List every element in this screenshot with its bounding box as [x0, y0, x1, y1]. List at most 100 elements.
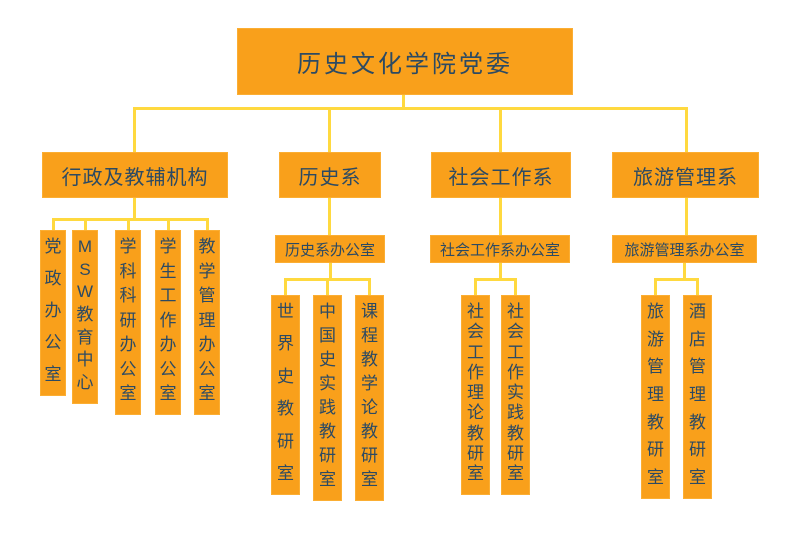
vertical-label-char: 研 [119, 310, 137, 330]
org-node-social-work-dept: 社会工作系 [431, 152, 571, 198]
vertical-label-char: 会 [467, 322, 484, 342]
vertical-label-char: 管 [198, 286, 216, 305]
vertical-label-char: 科 [119, 261, 137, 281]
connector-branch1-drop5 [206, 218, 209, 230]
vertical-label-char: 管 [689, 357, 706, 377]
org-node-social-work-office: 社会工作系办公室 [430, 235, 570, 263]
connector-branch3-stub [499, 263, 502, 278]
vertical-label-char: 理 [467, 383, 484, 402]
vertical-label-char: 学 [119, 237, 137, 256]
org-node-social-work-theory-office: 社会工作理论教研室 [461, 295, 490, 495]
vertical-label-char: 室 [467, 464, 484, 483]
org-node-chinese-history-practice-office: 中国史实践教研室 [313, 295, 342, 501]
vertical-label-char: 程 [361, 326, 378, 345]
vertical-label-char: 作 [159, 310, 177, 330]
vertical-label-char: 史 [319, 350, 336, 369]
vertical-label-char: 教 [277, 399, 294, 419]
connector-branch2-drop1 [284, 278, 287, 295]
org-node-admin-aux: 行政及教辅机构 [42, 152, 228, 198]
vertical-label-char: 教 [647, 412, 664, 432]
vertical-label-char: 室 [119, 384, 137, 403]
vertical-label-char: 研 [361, 446, 378, 465]
vertical-label-char: 研 [647, 440, 664, 460]
vertical-label-char: 公 [119, 359, 137, 379]
org-node-party-admin-office: 党政办公室 [40, 230, 66, 396]
vertical-label-char: S [79, 259, 91, 279]
connector-branch1-bus [52, 218, 209, 221]
connector-branch4-drop1 [654, 278, 657, 295]
vertical-label-char: 研 [467, 443, 484, 463]
vertical-label-char: 学 [361, 374, 378, 393]
vertical-label-char: 科 [119, 286, 137, 305]
vertical-label-char: 国 [319, 326, 336, 345]
vertical-label-char: 室 [507, 464, 524, 483]
vertical-label-char: 研 [689, 440, 706, 460]
vertical-label-char: 史 [277, 366, 294, 386]
vertical-label-char: 世 [277, 302, 294, 321]
vertical-label-char: 实 [507, 383, 524, 402]
connector-branch4-office-link [685, 198, 688, 235]
vertical-label-char: 论 [467, 403, 484, 423]
vertical-label-char: 室 [159, 384, 177, 403]
vertical-label-char: 办 [44, 301, 62, 320]
connector-branch3-drop2 [514, 278, 517, 295]
vertical-label-char: 生 [159, 261, 177, 281]
connector-branch4-drop2 [696, 278, 699, 295]
vertical-label-char: 政 [44, 269, 62, 288]
vertical-label-char: 教 [507, 423, 524, 443]
vertical-label-char: 酒 [689, 302, 706, 321]
vertical-label-char: 教 [198, 237, 216, 256]
vertical-label-char: 中 [76, 350, 94, 370]
org-node-tourism-office: 旅游管理系办公室 [612, 235, 757, 263]
vertical-label-char: 工 [159, 286, 177, 305]
vertical-label-char: 管 [647, 357, 664, 377]
org-node-tourism-dept: 旅游管理系 [612, 152, 759, 198]
vertical-label-char: 学 [198, 261, 216, 281]
connector-branch2-office-link [328, 198, 331, 235]
org-node-history-dept: 历史系 [279, 152, 381, 198]
vertical-label-char: 论 [361, 398, 378, 417]
vertical-label-char: 工 [467, 342, 484, 362]
vertical-label-char: 社 [507, 302, 524, 321]
connector-root-stub [402, 95, 405, 108]
vertical-label-char: 践 [319, 398, 336, 417]
connector-branch1-stub [133, 198, 136, 218]
connector-branch3-bus [474, 278, 517, 281]
connector-drop-branch4 [685, 107, 688, 152]
vertical-label-char: 办 [159, 335, 177, 354]
vertical-label-char: 育 [76, 327, 94, 347]
vertical-label-char: 旅 [647, 302, 664, 321]
org-node-teaching-admin-office: 教学管理办公室 [194, 230, 220, 415]
vertical-label-char: 研 [277, 431, 294, 451]
connector-branch1-drop4 [167, 218, 170, 230]
vertical-label-char: 理 [647, 384, 664, 404]
vertical-label-char: 研 [507, 443, 524, 463]
vertical-label-char: 践 [507, 403, 524, 423]
connector-branch1-drop1 [52, 218, 55, 230]
vertical-label-char: 学 [159, 237, 177, 256]
org-node-social-work-practice-office: 社会工作实践教研室 [501, 295, 530, 495]
vertical-label-char: 店 [689, 329, 706, 349]
vertical-label-char: 中 [319, 302, 336, 321]
connector-branch3-office-link [499, 198, 502, 235]
connector-branch3-drop1 [474, 278, 477, 295]
connector-drop-branch2 [328, 107, 331, 152]
vertical-label-char: 党 [44, 237, 62, 256]
org-node-root: 历史文化学院党委 [237, 28, 573, 95]
vertical-label-char: 教 [76, 304, 94, 324]
vertical-label-char: 作 [467, 362, 484, 382]
org-node-discipline-research-office: 学科科研办公室 [115, 230, 141, 415]
org-node-hotel-mgmt-teaching-office: 酒店管理教研室 [683, 295, 712, 499]
vertical-label-char: 办 [119, 335, 137, 354]
connector-drop-branch1 [133, 107, 136, 152]
vertical-label-char: 室 [198, 384, 216, 403]
vertical-label-char: 工 [507, 342, 524, 362]
connector-branch4-bus [654, 278, 699, 281]
vertical-label-char: 作 [507, 362, 524, 382]
vertical-label-char: 室 [277, 463, 294, 483]
vertical-label-char: 办 [198, 335, 216, 354]
vertical-label-char: 教 [361, 350, 378, 369]
org-node-student-affairs-office: 学生工作办公室 [155, 230, 181, 415]
vertical-label-char: 室 [44, 365, 62, 384]
